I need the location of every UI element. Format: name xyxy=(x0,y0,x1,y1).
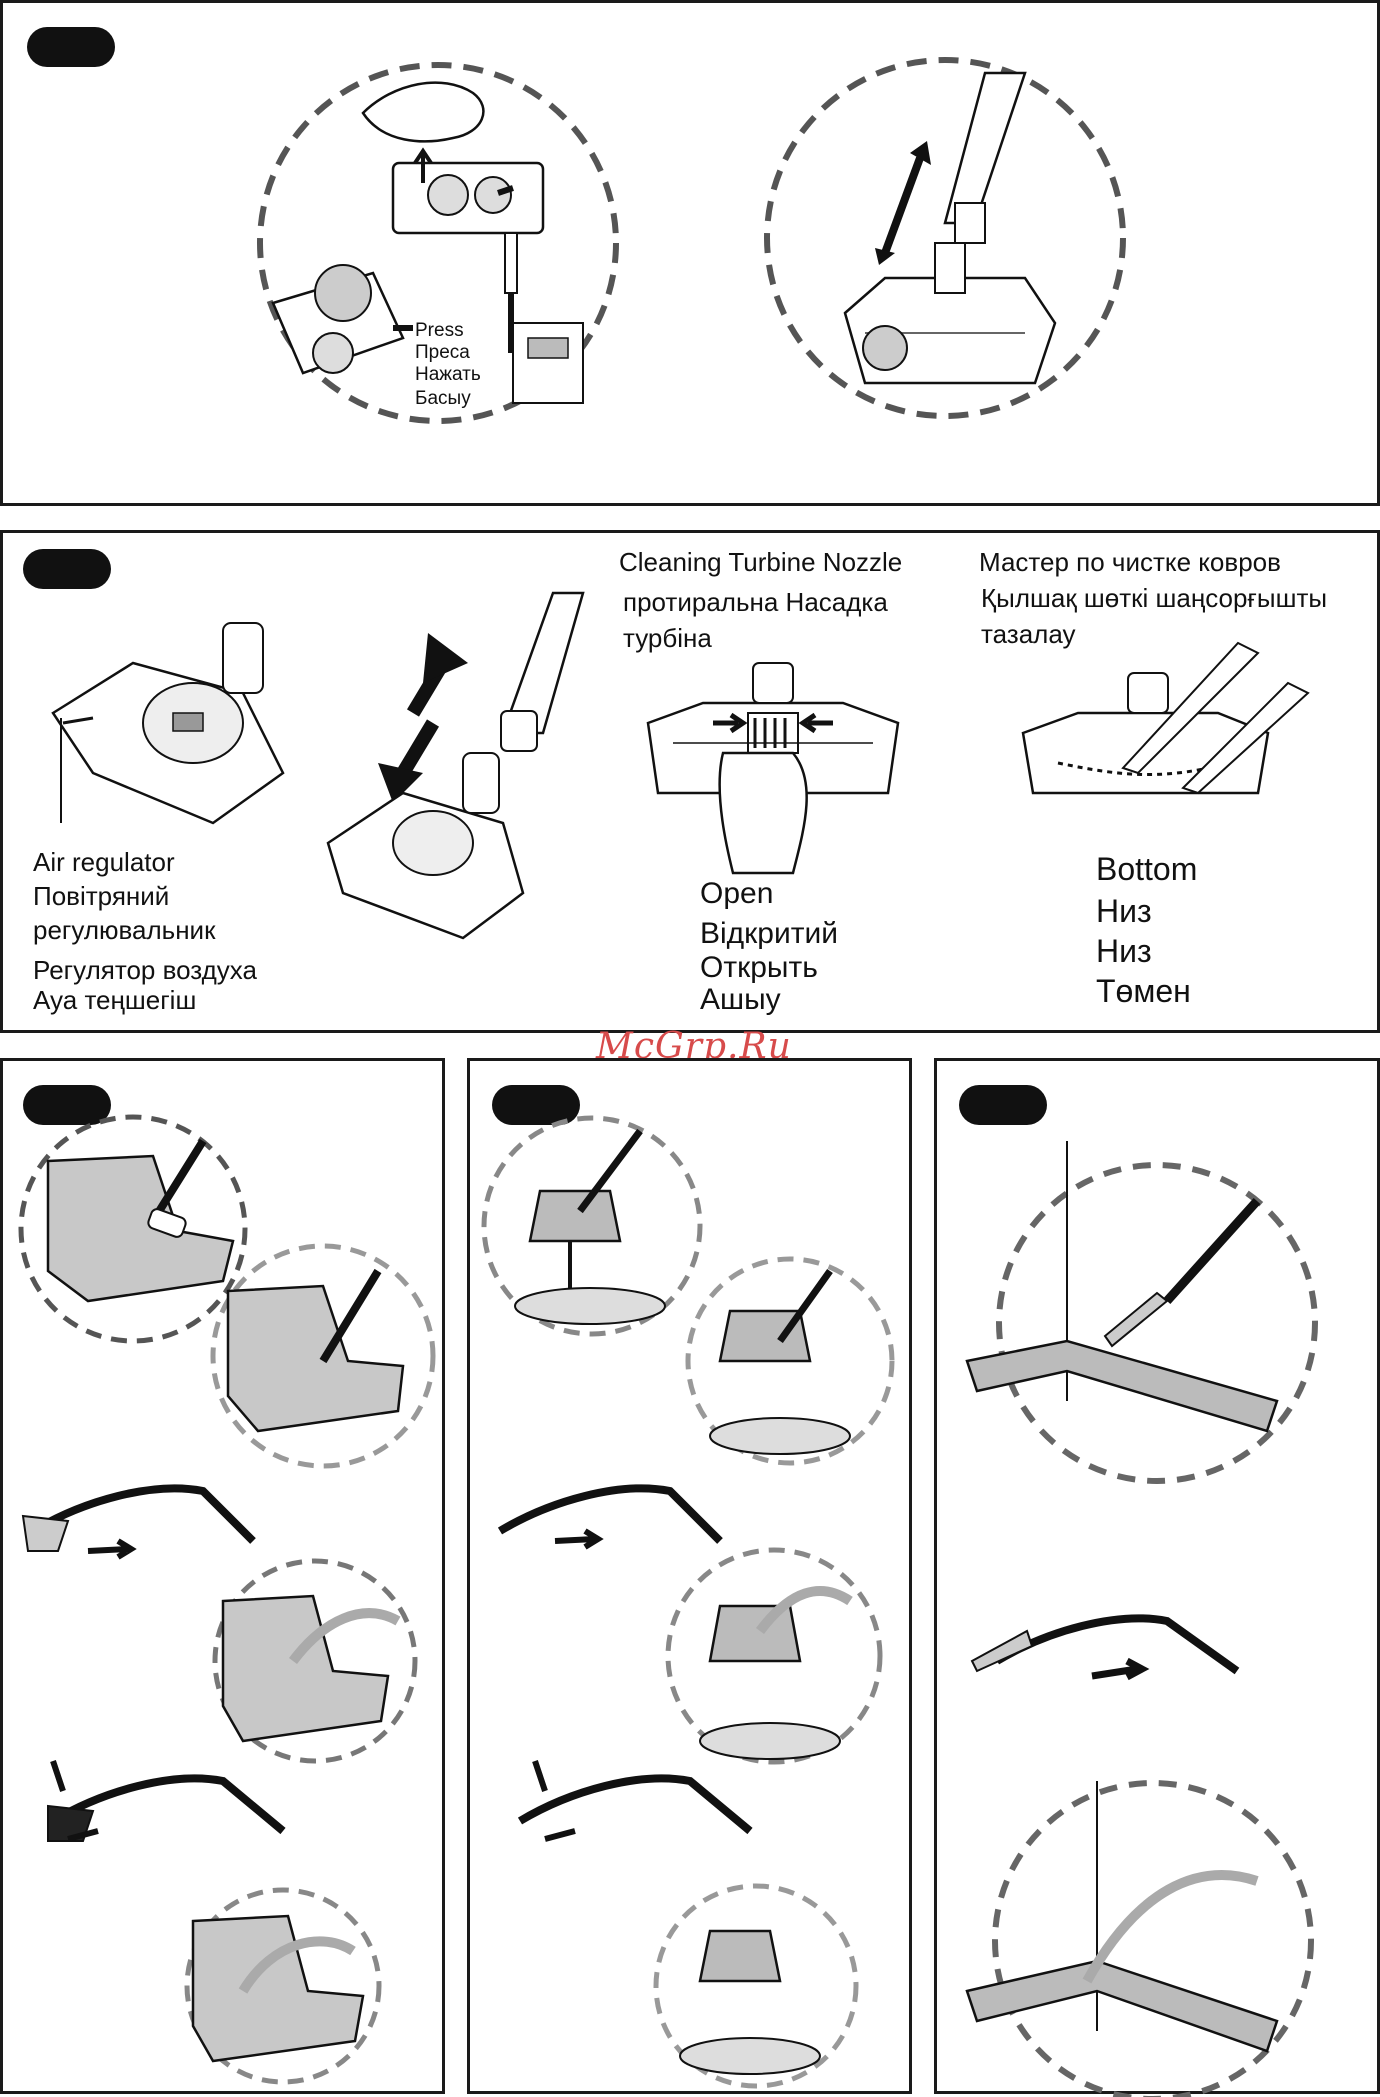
open-label-kk: Ашыу xyxy=(700,985,781,1015)
press-label-ru: Нажать xyxy=(415,365,481,384)
panel-crevice-cleaning xyxy=(934,1058,1380,2094)
illustration-air-regulator-nozzle xyxy=(43,623,293,843)
panel-turbo-brush-assembly: Press Преса Нажать Басыу xyxy=(0,0,1380,506)
press-label-en: Press xyxy=(415,321,464,340)
bottom-label-ru: Низ xyxy=(1096,935,1152,967)
air-regulator-label-uk-1: Повітряний xyxy=(33,883,169,909)
illustration-tube-attach xyxy=(755,53,1135,433)
air-regulator-label-ru: Регулятор воздуха xyxy=(33,957,257,983)
open-label-uk: Відкритий xyxy=(700,919,838,949)
illustration-crevice-steps xyxy=(937,1061,1380,2097)
step-badge-1 xyxy=(27,27,115,67)
bottom-label-uk: Низ xyxy=(1096,895,1152,927)
panel-turbine-nozzle: Air regulator Повітряний регулювальник Р… xyxy=(0,530,1380,1033)
step-badge-2 xyxy=(23,549,111,589)
air-regulator-label-kk: Ауа теңшегіш xyxy=(33,987,196,1013)
panel-lamp-cleaning xyxy=(467,1058,912,2094)
illustration-lamp-steps xyxy=(470,1061,915,2097)
title-uk-1: протиральна Насадка xyxy=(623,589,888,615)
title-uk-2: турбіна xyxy=(623,625,712,651)
bottom-label-en: Bottom xyxy=(1096,853,1197,885)
title-ru: Мастер по чистке ковров xyxy=(979,549,1281,575)
press-label-uk: Преса xyxy=(415,343,470,362)
press-label-kk: Басыу xyxy=(415,389,471,408)
air-regulator-label-en: Air regulator xyxy=(33,849,175,875)
illustration-nozzle-attach-arrows xyxy=(323,593,603,973)
title-kk-1: Қылшақ шөткі шаңсорғышты xyxy=(981,585,1327,611)
title-en: Cleaning Turbine Nozzle xyxy=(619,549,902,575)
illustration-nozzle-open xyxy=(643,663,903,873)
illustration-sofa-steps xyxy=(3,1061,448,2097)
bottom-label-kk: Төмен xyxy=(1096,975,1191,1007)
panel-upholstery-cleaning xyxy=(0,1058,445,2094)
open-label-ru: Открыть xyxy=(700,953,818,983)
air-regulator-label-uk-2: регулювальник xyxy=(33,917,215,943)
open-label-en: Open xyxy=(700,879,773,909)
illustration-nozzle-bottom xyxy=(1018,643,1308,843)
